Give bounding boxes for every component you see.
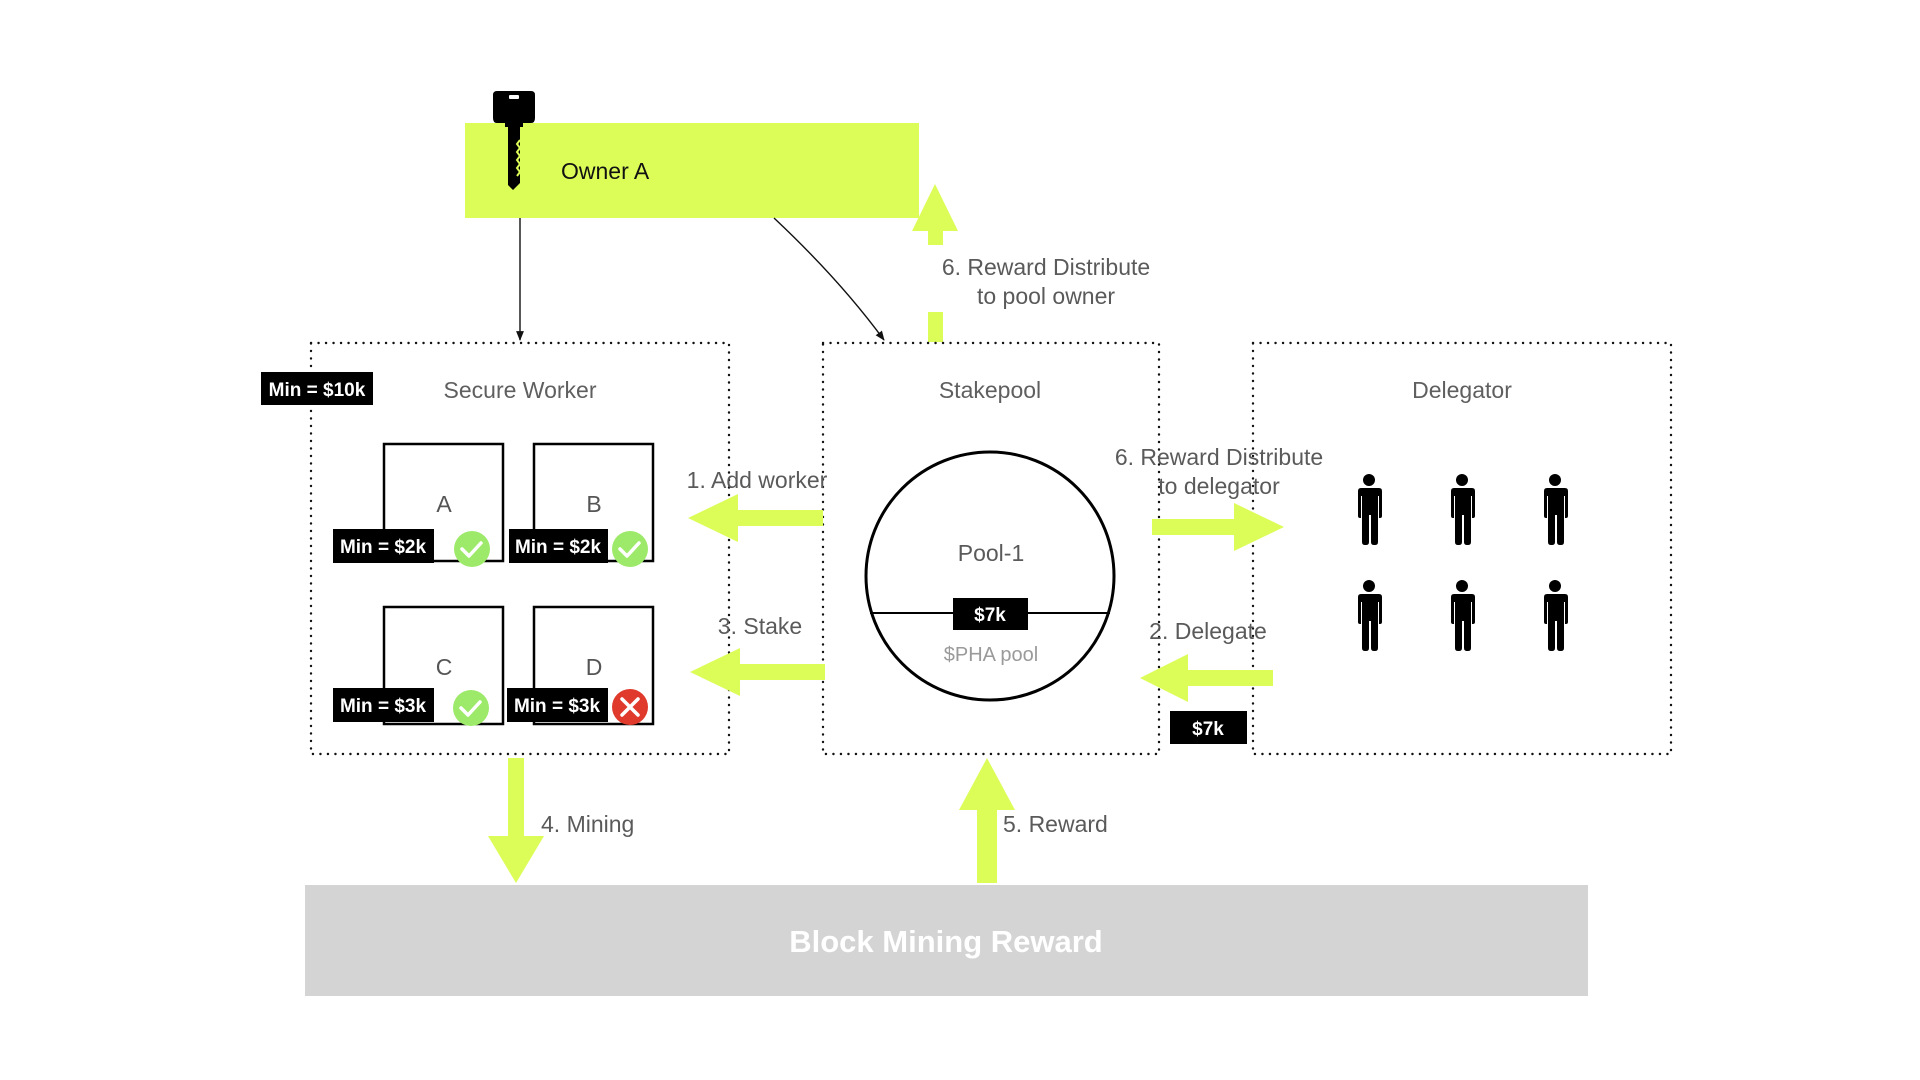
- secure-worker-title: Secure Worker: [444, 377, 597, 403]
- check-circle-icon: [454, 531, 490, 567]
- delegator-title: Delegator: [1412, 377, 1512, 403]
- stakepool-container: Stakepool Pool-1 $7k $PHA pool: [821, 341, 1161, 756]
- pool-circle: Pool-1 $7k $PHA pool: [864, 450, 1116, 702]
- block-mining-reward: Block Mining Reward: [305, 885, 1588, 996]
- person-icon: [1451, 474, 1475, 545]
- delegator-container: Delegator: [1251, 341, 1673, 756]
- check-circle-icon: [612, 531, 648, 567]
- person-icon: [1358, 580, 1382, 651]
- secure-worker-min-badge: Min = $10k: [261, 372, 373, 405]
- x-circle-icon: [612, 689, 648, 725]
- worker-card-a: A Min = $2k: [333, 442, 505, 567]
- svg-text:Min = $3k: Min = $3k: [340, 696, 426, 717]
- svg-text:Min = $2k: Min = $2k: [515, 537, 601, 558]
- owner-to-stakepool-connector: [773, 217, 885, 341]
- add-worker-arrow: [688, 494, 823, 542]
- worker-card-c: C Min = $3k: [333, 605, 505, 726]
- reward-owner-label-line2: to pool owner: [977, 283, 1115, 309]
- owner-node: Owner A: [465, 91, 919, 218]
- reward-arrow: [959, 758, 1015, 883]
- worker-card-b: B Min = $2k: [509, 442, 655, 567]
- pool-caption: $PHA pool: [944, 644, 1039, 666]
- svg-text:Min = $2k: Min = $2k: [340, 537, 426, 558]
- delegate-amount-badge: $7k: [1170, 711, 1247, 744]
- block-mining-reward-label: Block Mining Reward: [789, 924, 1102, 959]
- key-icon: [493, 91, 535, 190]
- person-icon: [1451, 580, 1475, 651]
- worker-card-d: D Min = $3k: [507, 605, 655, 726]
- stake-arrow: [690, 648, 825, 696]
- owner-box: [465, 123, 919, 218]
- worker-b-label: B: [586, 491, 601, 517]
- check-circle-icon: [453, 690, 489, 726]
- reward-delegator-label-line2: to delegator: [1158, 473, 1280, 499]
- reward-delegator-label-line1: 6. Reward Distribute: [1115, 444, 1323, 470]
- svg-text:$7k: $7k: [974, 605, 1006, 626]
- svg-text:$7k: $7k: [1192, 719, 1224, 740]
- reward-owner-label-line1: 6. Reward Distribute: [942, 254, 1150, 280]
- pool-amount-badge: [953, 598, 1028, 630]
- pool-name: Pool-1: [958, 540, 1024, 566]
- worker-c-label: C: [436, 654, 453, 680]
- worker-d-label: D: [586, 654, 603, 680]
- person-icon: [1358, 474, 1382, 545]
- worker-a-min-badge: [333, 529, 434, 563]
- worker-c-min-badge: [333, 688, 434, 722]
- owner-label: Owner A: [561, 158, 650, 184]
- reward-label: 5. Reward: [1003, 811, 1108, 837]
- secure-worker-container: Secure Worker Min = $10k A Min = $2k B M…: [261, 341, 731, 756]
- mining-label: 4. Mining: [541, 811, 634, 837]
- worker-b-min-badge: [509, 529, 608, 563]
- stakepool-title: Stakepool: [939, 377, 1041, 403]
- svg-text:Min = $3k: Min = $3k: [514, 696, 600, 717]
- worker-d-min-badge: [507, 688, 608, 722]
- delegate-label: 2. Delegate: [1149, 618, 1267, 644]
- delegator-people: [1358, 474, 1568, 651]
- stake-label: 3. Stake: [718, 613, 802, 639]
- delegate-arrow: [1140, 654, 1273, 702]
- worker-a-label: A: [436, 491, 452, 517]
- person-icon: [1544, 580, 1568, 651]
- person-icon: [1544, 474, 1568, 545]
- svg-text:Min = $10k: Min = $10k: [269, 380, 366, 401]
- reward-delegator-arrow: [1152, 503, 1284, 551]
- add-worker-label: 1. Add worker: [687, 467, 828, 493]
- mining-arrow: [488, 758, 544, 883]
- reward-owner-arrow: [912, 184, 958, 342]
